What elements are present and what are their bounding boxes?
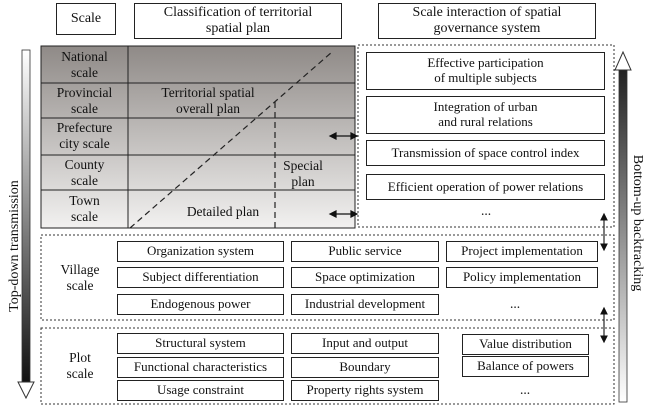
village-item-endogenous-power-text: Endogenous power <box>150 296 251 312</box>
village-item-project-implementation: Project implementation <box>446 241 598 262</box>
town-link-arrow-icon <box>328 210 359 218</box>
plot-scale-label: Plot scale <box>66 350 94 381</box>
governance-item-participation-text: Effective participation of multiple subj… <box>427 55 544 85</box>
village-scale-label: Village scale <box>60 262 100 293</box>
prefecture-link-arrow-icon <box>328 132 359 140</box>
plot-item-structural-system: Structural system <box>117 333 284 354</box>
governance-item-transmission: Transmission of space control index <box>366 140 605 166</box>
village-item-subject-differentiation-text: Subject differentiation <box>142 269 259 285</box>
plot-item-balance-of-powers: Balance of powers <box>462 356 589 377</box>
plot-item-input-and-output-text: Input and output <box>322 335 408 351</box>
detailed-plan-label: Detailed plan <box>186 204 260 219</box>
bottom-up-arrow-icon <box>614 50 632 403</box>
header-scale-text: Scale <box>70 11 102 27</box>
village-item-organization-system: Organization system <box>117 241 284 262</box>
plot-item-structural-system-text: Structural system <box>155 335 246 351</box>
plot-item-balance-of-powers-text: Balance of powers <box>477 358 574 374</box>
village-item-public-service: Public service <box>291 241 439 262</box>
plot-item-functional-characteristics-text: Functional characteristics <box>133 359 268 375</box>
village-region <box>40 234 615 321</box>
plot-item-property-rights-system: Property rights system <box>291 380 439 401</box>
governance-item-integration: Integration of urban and rural relations <box>366 96 605 134</box>
village-plot-link-arrow-icon <box>600 306 608 344</box>
special-plan-label: Special plan <box>283 158 323 189</box>
village-item-industrial-development: Industrial development <box>291 294 439 315</box>
overall-plan-label: Territorial spatial overall plan <box>161 85 255 116</box>
plot-region <box>40 327 615 405</box>
village-item-subject-differentiation: Subject differentiation <box>117 267 284 288</box>
bottom-up-label: Bottom-up backtracking <box>630 154 645 292</box>
governance-village-link-arrow-icon <box>600 212 608 252</box>
plot-item-more: ... <box>519 382 531 397</box>
plot-item-boundary-text: Boundary <box>339 359 391 375</box>
village-item-more: ... <box>509 296 521 311</box>
top-down-arrow-icon <box>17 49 35 400</box>
governance-item-operation-text: Efficient operation of power relations <box>387 178 584 194</box>
scale-label-provincial: Provincial scale <box>56 85 113 116</box>
scale-label-national: National scale <box>61 49 108 80</box>
header-classification: Classification of territorial spatial pl… <box>134 3 342 39</box>
scale-label-prefecture: Prefecture city scale <box>56 120 113 151</box>
scale-table-grid <box>41 46 355 228</box>
governance-item-operation: Efficient operation of power relations <box>366 174 605 200</box>
top-down-label: Top-down transmission <box>7 180 22 312</box>
village-item-space-optimization-text: Space optimization <box>314 269 415 285</box>
village-item-endogenous-power: Endogenous power <box>117 294 284 315</box>
governance-item-participation: Effective participation of multiple subj… <box>366 52 605 90</box>
plot-item-usage-constraint-text: Usage constraint <box>156 382 244 398</box>
plot-item-input-and-output: Input and output <box>291 333 439 354</box>
governance-item-transmission-text: Transmission of space control index <box>391 144 580 160</box>
village-item-project-implementation-text: Project implementation <box>461 243 583 259</box>
plot-item-usage-constraint: Usage constraint <box>117 380 284 401</box>
village-item-policy-implementation: Policy implementation <box>446 267 598 288</box>
scale-label-county: County scale <box>64 157 105 188</box>
plan-diagonal-dashed-line <box>129 51 333 229</box>
village-item-public-service-text: Public service <box>328 243 402 259</box>
header-interaction: Scale interaction of spatial governance … <box>378 3 596 39</box>
plot-item-value-distribution-text: Value distribution <box>479 336 572 352</box>
scale-table-background <box>40 45 356 229</box>
plot-item-boundary: Boundary <box>291 357 439 378</box>
village-item-policy-implementation-text: Policy implementation <box>462 269 582 285</box>
plot-item-property-rights-system-text: Property rights system <box>306 382 424 398</box>
village-item-industrial-development-text: Industrial development <box>304 296 426 312</box>
village-item-space-optimization: Space optimization <box>291 267 439 288</box>
governance-more: ... <box>480 203 492 218</box>
header-interaction-text: Scale interaction of spatial governance … <box>412 5 562 36</box>
governance-item-integration-text: Integration of urban and rural relations <box>433 99 538 129</box>
plot-item-value-distribution: Value distribution <box>462 334 589 355</box>
plot-item-functional-characteristics: Functional characteristics <box>117 357 284 378</box>
village-item-organization-system-text: Organization system <box>147 243 254 259</box>
scale-label-town: Town scale <box>69 193 100 224</box>
header-scale: Scale <box>56 3 116 35</box>
header-classification-text: Classification of territorial spatial pl… <box>163 5 313 36</box>
